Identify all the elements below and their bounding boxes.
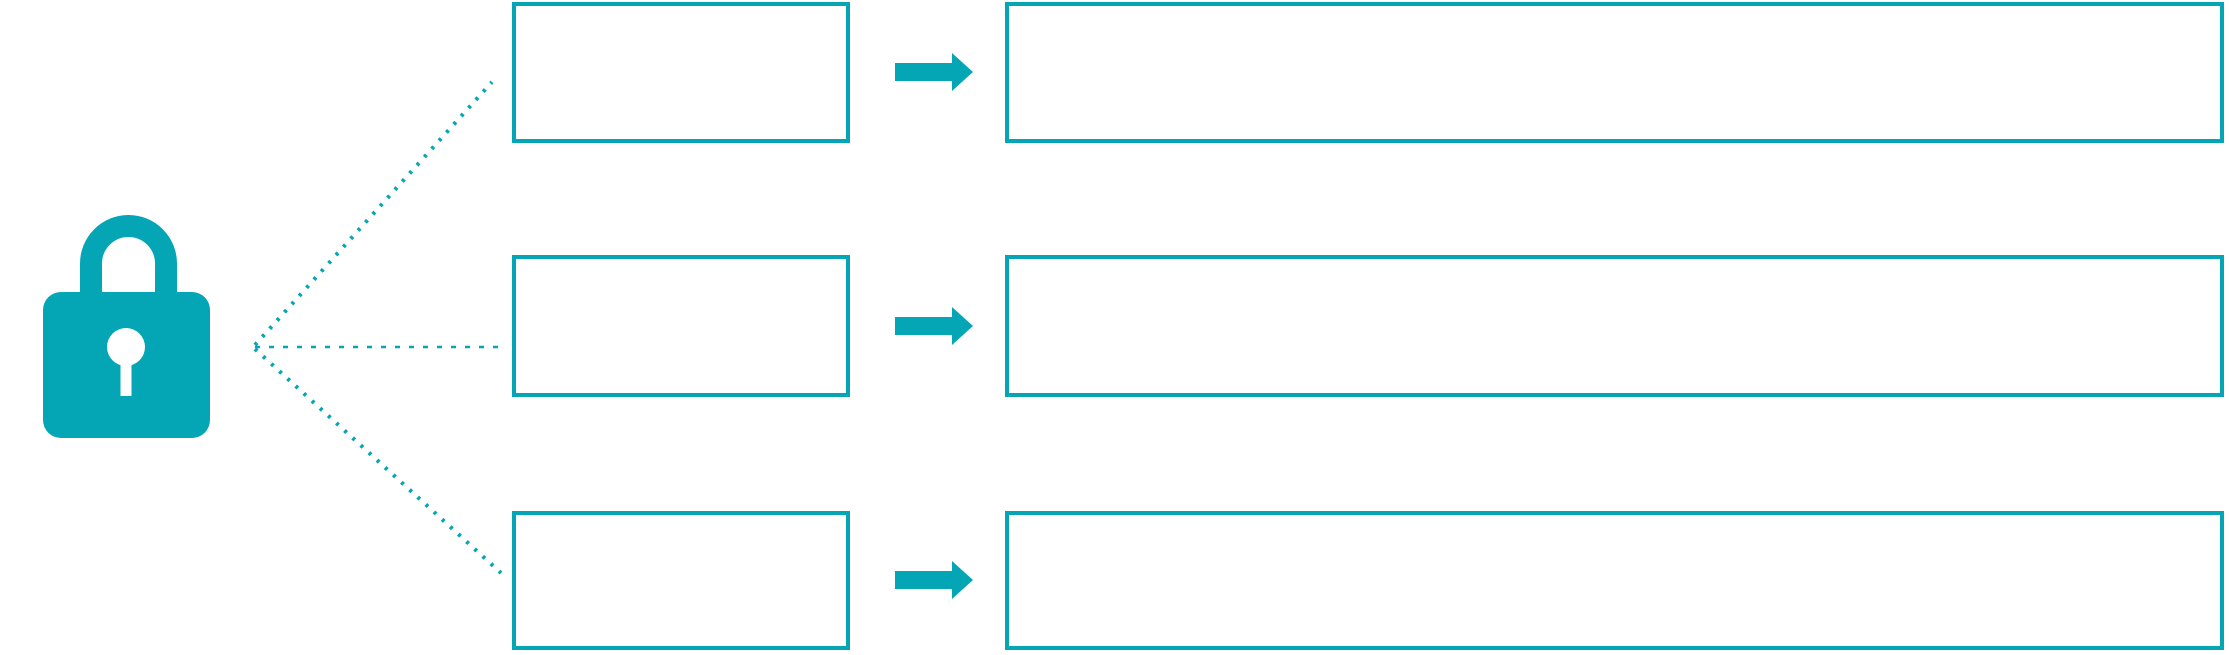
target-box-3 (1005, 511, 2224, 650)
arrow-right-icon (895, 53, 973, 91)
target-box-2 (1005, 255, 2224, 397)
dotted-connector-top (253, 80, 494, 347)
arrow-right-shape (895, 561, 973, 599)
source-box-2 (512, 255, 850, 397)
dotted-connector-bottom (253, 347, 503, 575)
source-box-1 (512, 2, 850, 143)
lock-shackle (80, 215, 177, 310)
lock-icon (43, 215, 210, 438)
source-box-3 (512, 511, 850, 650)
arrow-right-shape (895, 307, 973, 345)
arrow-right-icon (895, 561, 973, 599)
keyhole-stem (120, 347, 132, 396)
arrow-right-icon (895, 307, 973, 345)
arrow-right-shape (895, 53, 973, 91)
target-box-1 (1005, 2, 2224, 143)
